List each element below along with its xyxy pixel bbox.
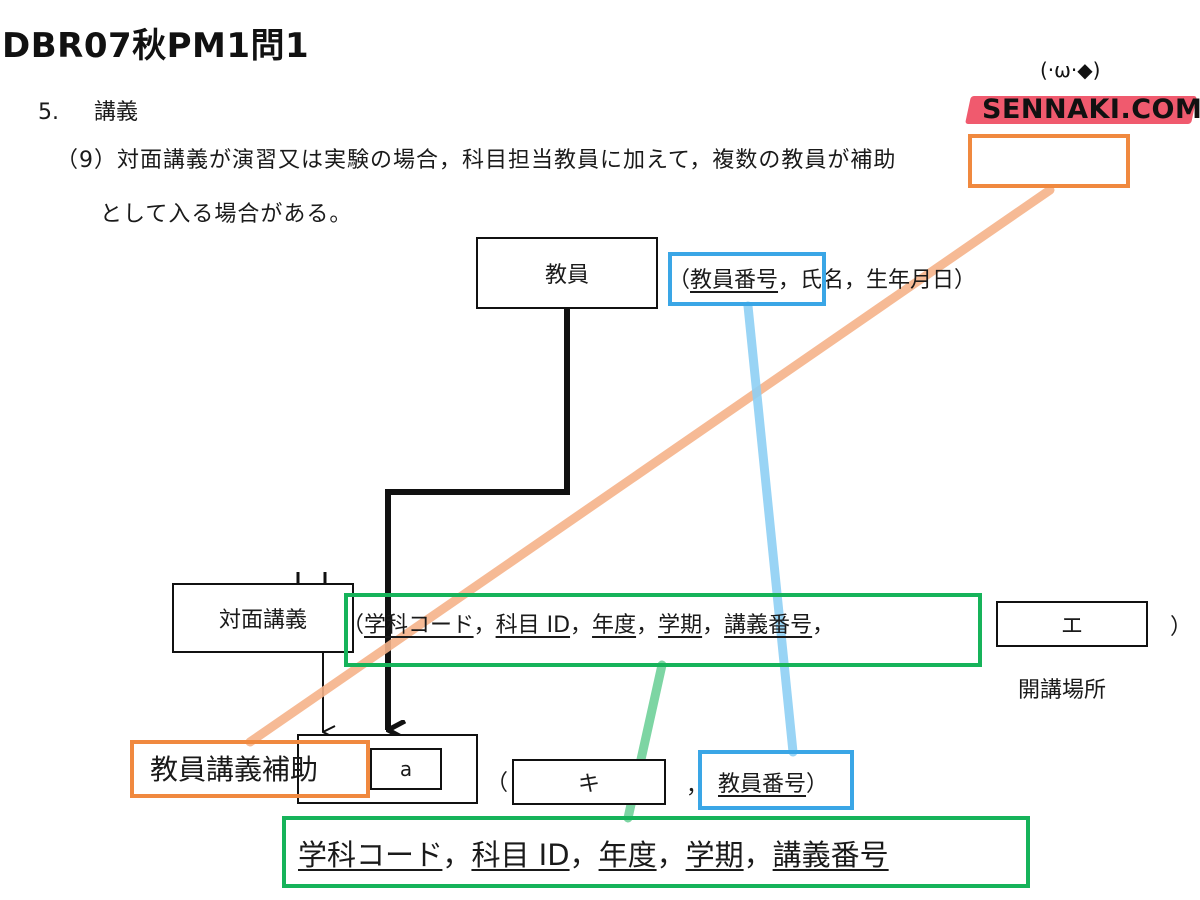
blank-slot-e: エ: [996, 601, 1148, 647]
expanded-key: 科目 ID: [471, 838, 570, 872]
open-paren: （: [486, 771, 509, 796]
lecture-attributes: （学科コード，科目 ID，年度，学期，講義番号，: [342, 607, 834, 639]
comma: ，: [686, 774, 709, 799]
blank-slot-ki: キ: [512, 759, 666, 805]
expanded-keys: 学科コード，科目 ID，年度，学期，講義番号: [298, 832, 889, 874]
logo-face: (·ω·◆): [1040, 58, 1101, 82]
lecture-key-attr: 学科コード: [364, 613, 474, 638]
entity-teacher: 教員: [476, 237, 658, 309]
separator: ，: [656, 838, 686, 872]
place-label: 開講場所: [1018, 678, 1107, 703]
logo-text: SENNAKI.COM: [982, 94, 1200, 125]
paragraph-line-1: （9）対面講義が演習又は実験の場合，科目担当教員に加えて，複数の教員が補助: [56, 142, 896, 174]
expanded-key: 講義番号: [772, 838, 889, 872]
separator: ，: [473, 613, 496, 638]
highlight-box-green-lecture-keys: [344, 593, 982, 667]
section-heading: 5. 講義: [38, 94, 138, 126]
separator: ，: [636, 613, 659, 638]
paragraph-prefix: （9）: [56, 148, 117, 173]
expanded-key: 学科コード: [298, 838, 443, 872]
expanded-key: 年度: [598, 838, 657, 872]
close-paren: ）: [1170, 615, 1193, 640]
paragraph-line-2: として入る場合がある。: [100, 202, 353, 227]
logo: SENNAKI.COM: [965, 90, 1200, 130]
page-title: DBR07秋PM1問1: [2, 26, 310, 66]
lecture-key-attr: 科目 ID: [495, 613, 571, 638]
lecture-key-attr: 講義番号: [724, 613, 813, 638]
separator: ，: [812, 613, 835, 638]
highlight-teacher-assist: 教員が補助: [781, 148, 897, 173]
open-paren: （: [668, 268, 691, 293]
paragraph-text: 対面講義が演習又は実験の場合，科目担当教員に加えて，複数の: [117, 148, 782, 173]
separator: ，: [569, 838, 599, 872]
lecture-key-attr: 学期: [658, 613, 703, 638]
comma: ，: [778, 268, 801, 293]
lecture-key-attr: 年度: [592, 613, 637, 638]
highlight-box-blue-assist-key: [698, 750, 854, 810]
connector-orange: [245, 185, 1055, 747]
highlight-box-orange-text: [968, 134, 1130, 188]
relation-teacher-assist: [385, 308, 570, 730]
separator: ，: [570, 613, 593, 638]
close-paren: ）: [806, 772, 829, 797]
separator: ，: [702, 613, 725, 638]
separator: ，: [743, 838, 773, 872]
section-number: 5.: [38, 100, 59, 125]
teacher-key-attr: 教員番号: [690, 268, 779, 293]
separator: ，: [442, 838, 472, 872]
highlight-box-blue-teacher-key: [668, 252, 826, 306]
expanded-key: 学期: [685, 838, 744, 872]
teacher-rest-attrs: 氏名，生年月日）: [800, 268, 977, 293]
blank-slot-a: a: [370, 748, 442, 790]
entity-lecture: 対面講義: [172, 583, 354, 653]
highlight-box-green-expanded-keys: [282, 816, 1030, 888]
assist-key-attr: 教員番号: [718, 772, 807, 797]
highlight-box-orange-assist: [130, 740, 370, 798]
section-title: 講義: [94, 100, 139, 125]
teacher-attributes: （教員番号，氏名，生年月日）: [668, 262, 976, 294]
assist-attributes: 教員番号）: [718, 766, 828, 798]
connector-blue: [743, 301, 798, 757]
assist-entity-label: 教員講義補助: [150, 753, 319, 786]
